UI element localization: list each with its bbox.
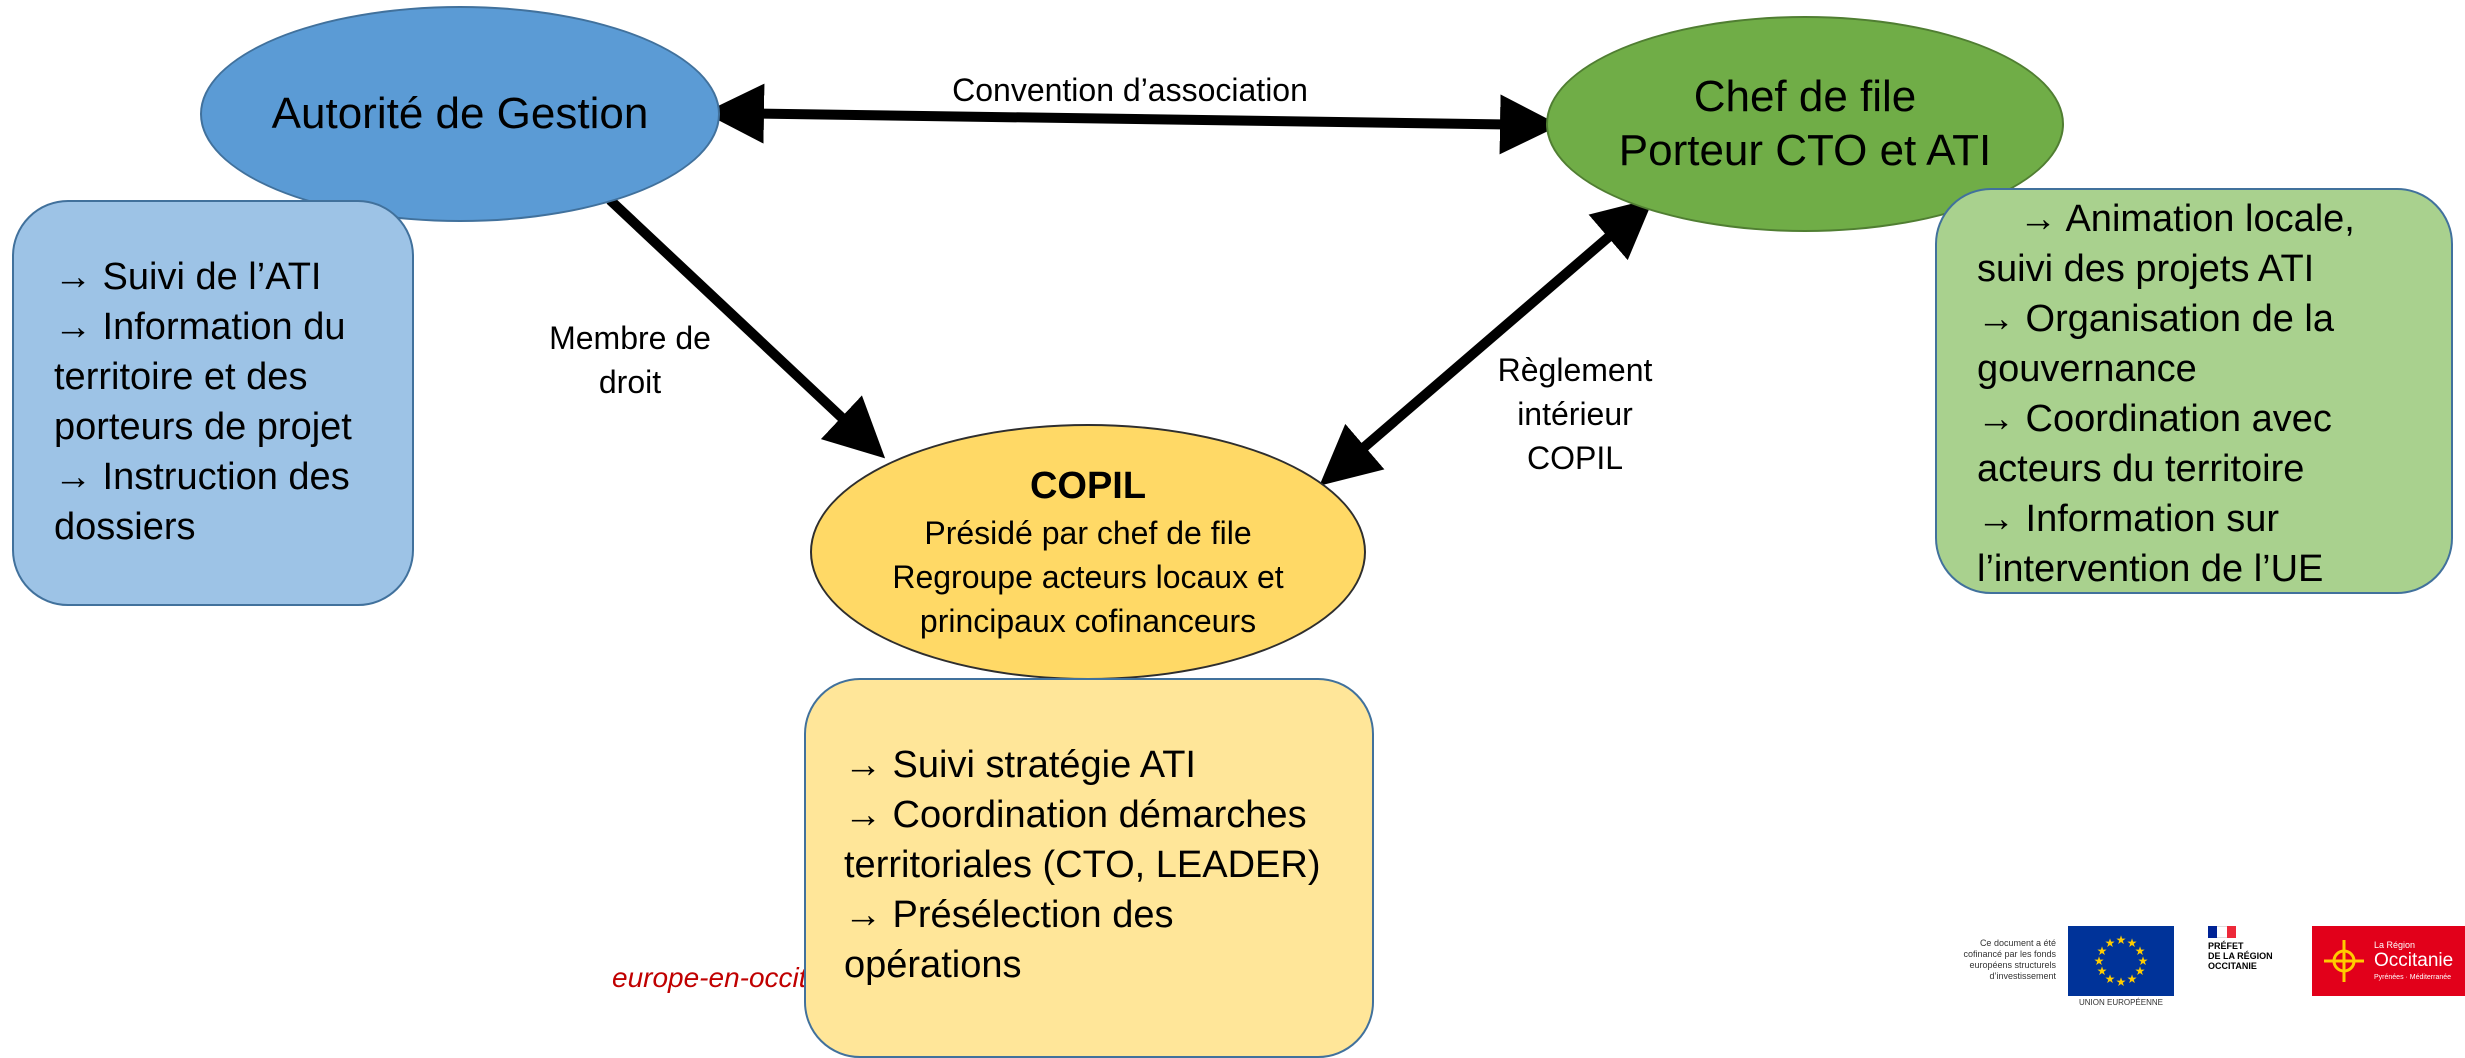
box-line: → Suivi de l’ATI — [54, 256, 322, 298]
svg-text:★: ★ — [2097, 964, 2108, 978]
membre-arrow — [606, 196, 886, 459]
eu-label: UNION EUROPÉENNE — [2078, 998, 2163, 1007]
svg-text:★: ★ — [2135, 944, 2146, 958]
box-line: → Organisation de la — [1977, 298, 2334, 340]
prefet-line2: DE LA RÉGION — [2208, 951, 2273, 961]
svg-text:★: ★ — [2127, 936, 2138, 950]
box-line: territoriales (CTO, LEADER) — [844, 844, 1321, 886]
autorite-title: Autorité de Gestion — [271, 89, 649, 138]
autorite-de-gestion-node: Autorité de Gestion — [200, 6, 720, 222]
region-small: La Région — [2374, 940, 2416, 950]
reglement-label: Règlement intérieur COPIL — [1460, 348, 1690, 480]
region-sub: Pyrénées · Méditerranée — [2374, 974, 2452, 981]
box-line: → Suivi stratégie ATI — [844, 744, 1196, 786]
box-line: territoire et des — [54, 356, 308, 398]
copil-node: COPIL Présidé par chef de file Regroupe … — [810, 424, 1366, 680]
convention-label: Convention d’association — [952, 72, 1308, 108]
copil-missions-box: → Suivi stratégie ATI → Coordination dém… — [804, 678, 1374, 1058]
box-line: dossiers — [54, 506, 196, 548]
chef-line2: Porteur CTO et ATI — [1618, 126, 1992, 175]
svg-text:★: ★ — [2135, 964, 2146, 978]
copil-line3: principaux cofinanceurs — [919, 603, 1257, 639]
region-name: Occitanie — [2374, 950, 2454, 971]
svg-text:★: ★ — [2105, 972, 2116, 986]
svg-text:★: ★ — [2097, 944, 2108, 958]
tricolor-flag-icon — [2208, 926, 2236, 938]
box-line: gouvernance — [1977, 348, 2197, 390]
eu-flag-logo: ★★★ ★★★ ★★★ ★★★ — [2068, 926, 2174, 996]
cofinance-line1: Ce document a été — [1979, 938, 2056, 948]
reglement-line3: COPIL — [1526, 440, 1624, 476]
box-line: → Coordination démarches — [844, 794, 1307, 836]
prefet-line1: PRÉFET — [2208, 941, 2244, 951]
svg-text:★: ★ — [2116, 933, 2127, 947]
box-line: → Coordination avec — [1977, 398, 2332, 440]
region-occitanie-logo: La Région Occitanie Pyrénées · Méditerra… — [2312, 926, 2465, 996]
membre-line2: droit — [598, 364, 662, 400]
convention-arrow — [704, 83, 1560, 155]
cofinance-line3: européens structurels — [1969, 960, 2056, 970]
svg-text:★: ★ — [2105, 936, 2116, 950]
chef-de-file-node: Chef de file Porteur CTO et ATI — [1546, 16, 2064, 232]
membre-line1: Membre de — [549, 320, 711, 356]
copil-line1: Présidé par chef de file — [924, 515, 1252, 551]
box-line: suivi des projets ATI — [1977, 248, 2315, 290]
autorite-missions-box: → Suivi de l’ATI → Information du territ… — [12, 200, 414, 606]
eu-stars-icon: ★★★ ★★★ ★★★ ★★★ — [2094, 933, 2149, 989]
cofinance-line4: d’investissement — [1989, 971, 2056, 981]
box-line: porteurs de projet — [54, 406, 352, 448]
box-line: → Présélection des — [844, 894, 1174, 936]
box-line: → Instruction des — [54, 456, 350, 498]
svg-text:★: ★ — [2127, 972, 2138, 986]
box-line: l’intervention de l’UE — [1977, 548, 2324, 590]
reglement-line2: intérieur — [1517, 396, 1633, 432]
cofinance-text: Ce document a été cofinancé par les fond… — [1930, 938, 2056, 982]
reglement-line1: Règlement — [1497, 352, 1653, 388]
cofinance-line2: cofinancé par les fonds — [1963, 949, 2056, 959]
occitan-cross-icon — [2324, 940, 2364, 982]
box-line: → Information du — [54, 306, 346, 348]
reglement-arrow — [1319, 198, 1654, 486]
copil-title: COPIL — [1029, 465, 1147, 507]
svg-text:★: ★ — [2094, 954, 2105, 968]
svg-text:★: ★ — [2138, 954, 2149, 968]
box-line: → Information sur — [1977, 498, 2279, 540]
prefet-line3: OCCITANIE — [2208, 961, 2257, 971]
copil-line2: Regroupe acteurs locaux et — [892, 559, 1284, 595]
membre-label: Membre de droit — [520, 316, 740, 404]
box-line: acteurs du territoire — [1977, 448, 2305, 490]
box-line: → Animation locale, — [2019, 198, 2355, 240]
chef-missions-box: → Animation locale, suivi des projets AT… — [1935, 188, 2453, 594]
svg-text:★: ★ — [2116, 975, 2127, 989]
prefet-logo: PRÉFET DE LA RÉGION OCCITANIE — [2208, 926, 2308, 971]
chef-line1: Chef de file — [1693, 72, 1917, 121]
box-line: opérations — [844, 944, 1022, 986]
